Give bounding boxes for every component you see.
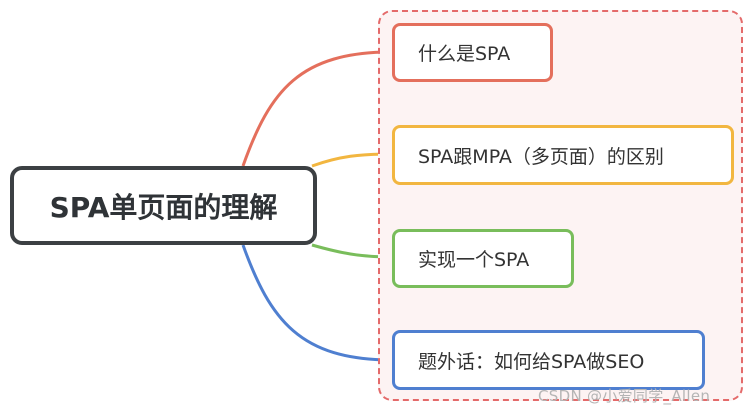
root-topic-label: SPA单页面的理解 (49, 190, 278, 224)
connector-spa-seo (241, 244, 393, 362)
topic-what-is-spa[interactable]: 什么是SPA (392, 23, 553, 82)
topic-label: SPA跟MPA（多页面）的区别 (418, 145, 664, 168)
topic-spa-seo[interactable]: 题外话：如何给SPA做SEO (392, 330, 705, 390)
root-topic[interactable]: SPA单页面的理解 (10, 166, 317, 245)
connector-what-is-spa (241, 50, 393, 167)
topic-spa-vs-mpa[interactable]: SPA跟MPA（多页面）的区别 (392, 125, 734, 185)
topic-label: 实现一个SPA (418, 249, 530, 271)
topic-label: 什么是SPA (418, 43, 511, 65)
topic-implement-spa[interactable]: 实现一个SPA (392, 229, 574, 288)
watermark: CSDN @小爱同学_Allen (538, 387, 711, 405)
topic-label: 题外话：如何给SPA做SEO (418, 350, 645, 373)
